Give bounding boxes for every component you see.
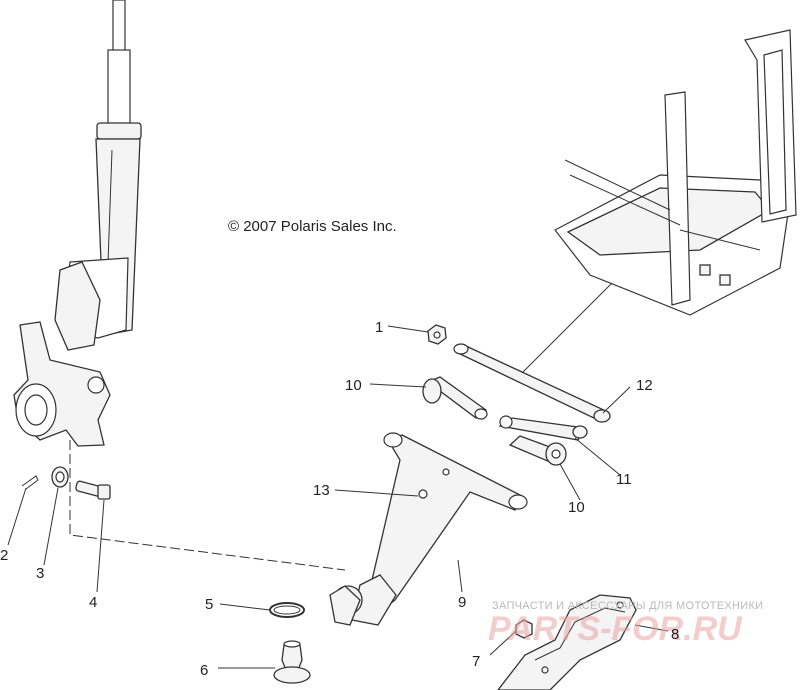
callout-13: 13 — [313, 482, 330, 499]
callout-8: 8 — [671, 626, 679, 643]
callout-9: 9 — [458, 594, 466, 611]
callout-10-lower: 10 — [568, 499, 585, 516]
callout-10-upper: 10 — [345, 377, 362, 394]
watermark-logo: PARTS-FOR.RU — [488, 610, 743, 648]
part-8-guard-plate — [497, 594, 637, 690]
watermark-tagline: ЗАПЧАСТИ И АКСЕССУАРЫ ДЛЯ МОТОТЕХНИКИ — [492, 600, 763, 612]
callout-2: 2 — [0, 547, 8, 564]
copyright-text: © 2007 Polaris Sales Inc. — [228, 218, 397, 235]
part-7-bolt — [515, 619, 533, 639]
part-1-nut — [427, 324, 447, 345]
part-12-pivot-shaft — [453, 343, 611, 423]
callout-3: 3 — [36, 565, 44, 582]
part-9-a-arm — [329, 432, 528, 626]
callout-11: 11 — [616, 471, 632, 488]
cotter-pin — [21, 475, 39, 490]
part-6-ball-joint — [273, 640, 311, 684]
castle-nut — [51, 466, 69, 488]
part-5-snap-ring — [269, 602, 305, 618]
frame-section — [554, 29, 797, 316]
pinch-bolt — [75, 480, 111, 500]
part-11-spacer-tube — [498, 415, 588, 441]
callout-4: 4 — [89, 594, 97, 611]
callout-7: 7 — [472, 653, 480, 670]
part-10-bushing-lower — [508, 435, 567, 466]
callout-12: 12 — [636, 377, 653, 394]
callout-6: 6 — [200, 662, 208, 679]
callout-1: 1 — [375, 319, 383, 336]
steering-knuckle — [13, 321, 111, 447]
callout-5: 5 — [205, 596, 213, 613]
strut-assembly — [54, 0, 142, 351]
leader-lines — [7, 325, 669, 669]
part-10-bushing-upper — [422, 376, 488, 420]
